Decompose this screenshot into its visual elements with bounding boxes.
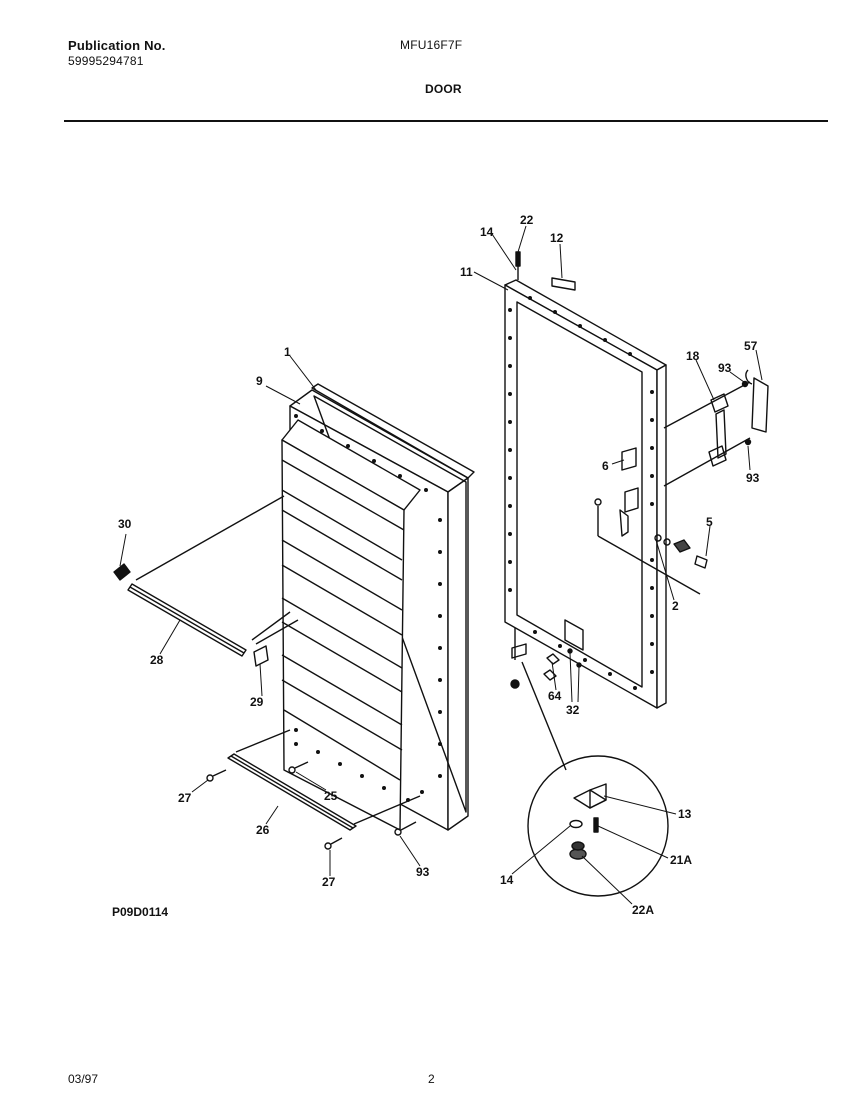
lock-assembly	[594, 447, 701, 595]
callout-32: 32	[566, 703, 580, 717]
outer-door-panel	[504, 251, 667, 709]
callout-1: 1	[284, 345, 291, 359]
callout-22: 22	[520, 213, 534, 227]
callout-18: 18	[686, 349, 700, 363]
callout-29: 29	[250, 695, 264, 709]
callout-22a: 22A	[632, 903, 654, 917]
callout-93-bottom: 93	[416, 865, 430, 879]
liner-shelves	[281, 414, 442, 831]
callout-21a: 21A	[670, 853, 692, 867]
callout-25: 25	[324, 789, 338, 803]
callout-30: 30	[118, 517, 132, 531]
section-title: DOOR	[425, 82, 462, 96]
callout-93-upper: 93	[718, 361, 732, 375]
page-number: 2	[428, 1072, 435, 1086]
callout-26: 26	[256, 823, 270, 837]
callout-64: 64	[548, 689, 562, 703]
handle-hardware	[654, 534, 708, 569]
publication-number: 59995294781	[68, 54, 144, 68]
callout-27-left: 27	[178, 791, 192, 805]
callout-11: 11	[460, 265, 473, 279]
callout-2: 2	[672, 599, 679, 613]
callout-14-detail: 14	[500, 873, 514, 887]
callout-93-right: 93	[746, 471, 760, 485]
model-number: MFU16F7F	[400, 38, 463, 52]
footer-date: 03/97	[68, 1072, 99, 1086]
callout-13: 13	[678, 807, 692, 821]
leader-lines	[119, 225, 763, 905]
callout-57: 57	[744, 339, 758, 353]
bottom-rail-parts	[206, 729, 421, 850]
callout-6: 6	[602, 459, 609, 473]
callout-12: 12	[550, 231, 564, 245]
panel-screw-holes	[508, 296, 654, 690]
shelf-rail-parts	[113, 495, 299, 667]
callout-14-top: 14	[480, 225, 494, 239]
callout-28: 28	[150, 653, 164, 667]
diagram-code: P09D0114	[112, 905, 169, 919]
liner-screw-holes	[294, 414, 442, 802]
bottom-hinge-parts	[510, 628, 582, 689]
publication-label: Publication No.	[68, 38, 166, 53]
callout-9: 9	[256, 374, 263, 388]
hinge-brackets	[663, 369, 769, 487]
callout-27-bottom: 27	[322, 875, 336, 889]
callout-5: 5	[706, 515, 713, 529]
header-rule	[64, 120, 828, 122]
